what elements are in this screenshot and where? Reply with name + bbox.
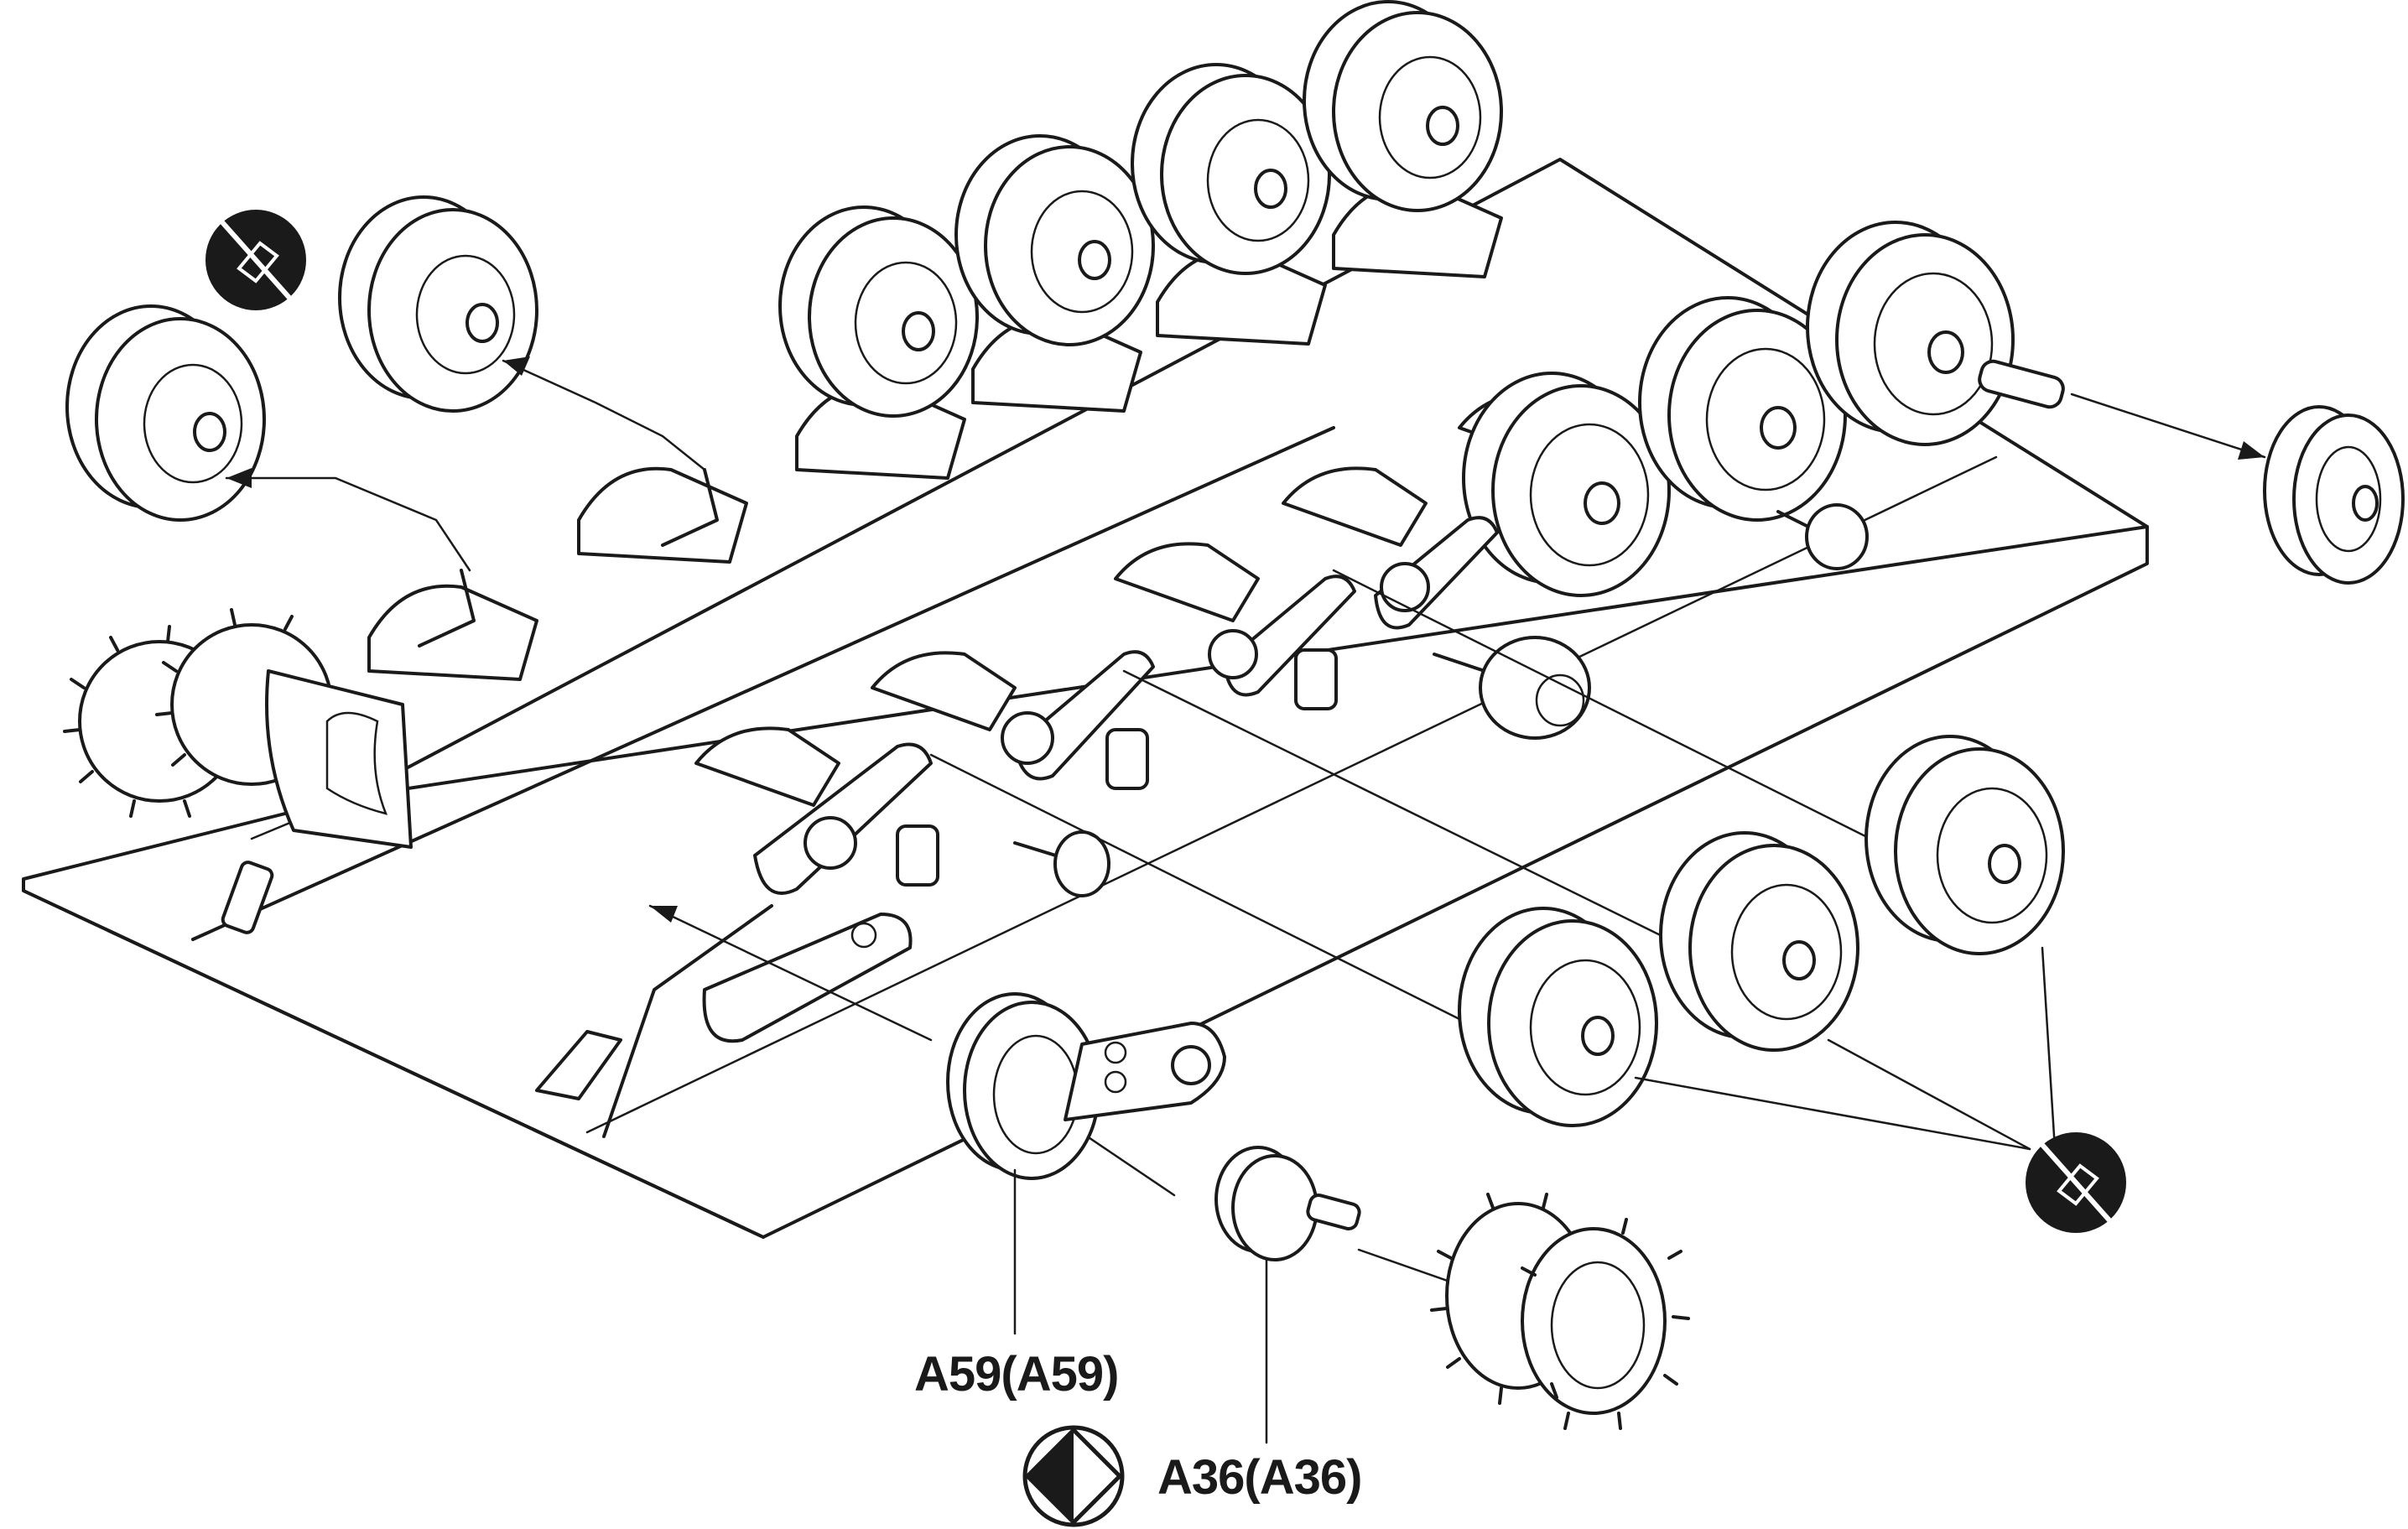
no-glue-icon bbox=[205, 210, 306, 310]
idler-wheel bbox=[2263, 405, 2405, 585]
road-wheel bbox=[954, 134, 1155, 346]
swing-arms bbox=[702, 503, 1869, 1043]
road-wheel bbox=[1458, 907, 1658, 1127]
road-wheel bbox=[1806, 221, 2015, 446]
road-wheel bbox=[1462, 372, 1671, 597]
road-wheel bbox=[1638, 296, 1847, 522]
road-wheel bbox=[778, 205, 979, 418]
shock-absorber bbox=[896, 648, 1338, 887]
arrow-head-icon bbox=[650, 906, 678, 923]
part-label-a36: A36(A36) bbox=[1157, 1450, 1362, 1505]
road-wheel bbox=[65, 304, 266, 522]
detached-right-wheels bbox=[1458, 735, 2065, 1151]
road-wheel bbox=[1659, 831, 1859, 1052]
detached-left-wheels bbox=[65, 195, 719, 647]
upper-fairings bbox=[367, 181, 1503, 681]
diamond-step-icon bbox=[1022, 1425, 1125, 1527]
road-wheel bbox=[338, 195, 538, 413]
road-wheel bbox=[1865, 735, 2065, 955]
drive-sprocket bbox=[63, 608, 413, 849]
idler-wheel-a59 bbox=[946, 992, 1226, 1335]
sprocket-teeth bbox=[1430, 1193, 1690, 1430]
arrow-head-icon bbox=[2238, 441, 2265, 460]
bracket-part bbox=[535, 1030, 622, 1100]
part-label-a59: A59(A59) bbox=[914, 1347, 1119, 1402]
upper-road-wheels bbox=[778, 0, 1503, 418]
return-roller bbox=[1013, 503, 1869, 897]
arrow-head-icon bbox=[226, 468, 252, 488]
sprocket-teeth bbox=[63, 608, 294, 818]
axle-stub bbox=[1978, 359, 2065, 409]
road-wheel bbox=[1303, 0, 1503, 212]
spacer-a36 bbox=[1214, 1146, 1361, 1444]
leader-lines bbox=[648, 569, 1889, 1310]
drive-sprocket-detached bbox=[1430, 1193, 1690, 1430]
road-wheel bbox=[1131, 63, 1331, 275]
no-glue-icon bbox=[2026, 1132, 2126, 1233]
arrow-head-icon bbox=[503, 356, 530, 376]
right-road-wheels bbox=[1462, 221, 2405, 597]
hull-hatch bbox=[221, 861, 274, 934]
